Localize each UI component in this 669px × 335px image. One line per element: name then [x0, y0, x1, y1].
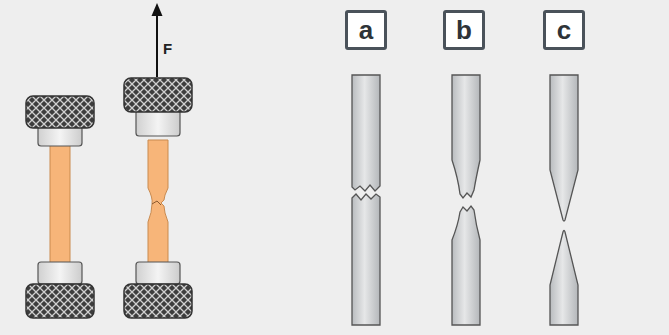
specimen-intact	[26, 96, 94, 318]
force-arrow	[156, 14, 158, 77]
arrow-head	[152, 3, 163, 16]
fracture-label-box: a	[345, 10, 387, 50]
fracture-letter: c	[557, 17, 571, 43]
ductile-fracture	[452, 75, 480, 325]
fracture-label-box: b	[443, 10, 485, 50]
force-label: F	[163, 40, 172, 57]
brittle-fracture	[352, 75, 380, 325]
cone-fracture	[550, 75, 578, 325]
fracture-label-box: c	[543, 10, 585, 50]
specimen-necking	[124, 3, 192, 318]
fracture-letter: a	[359, 17, 373, 43]
fracture-letter: b	[456, 17, 472, 43]
